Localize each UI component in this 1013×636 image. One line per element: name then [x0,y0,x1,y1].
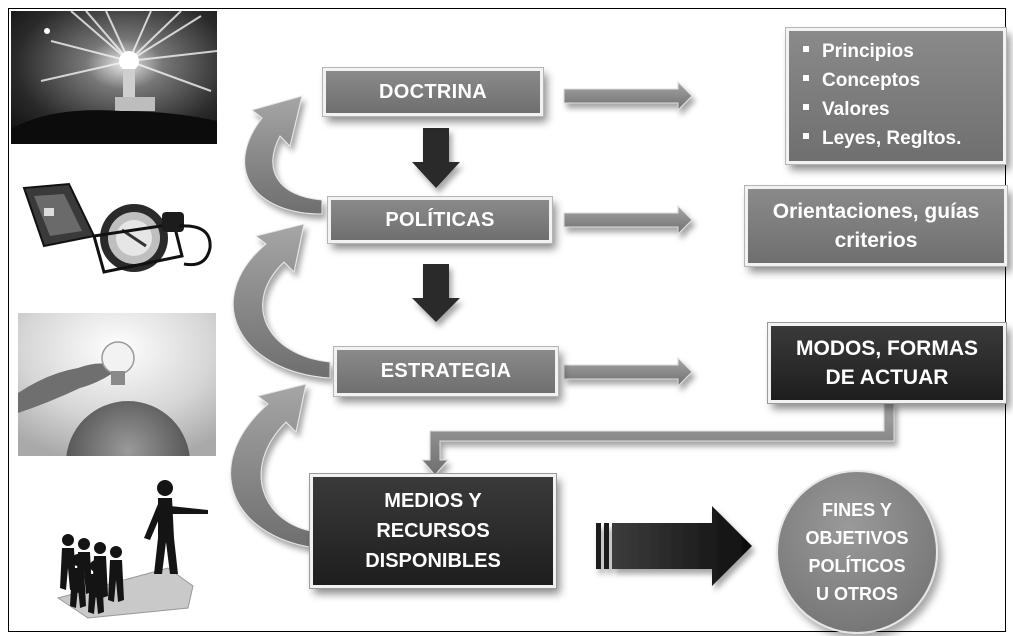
bullet-icon [803,74,809,81]
politicas-detail-line-2: criterios [834,229,918,252]
doctrina-label: DOCTRINA [379,80,487,103]
politicas-detail-line-1: Orientaciones, guías [772,200,980,223]
compass-photo [14,176,216,280]
list-item: Valores [803,95,993,124]
estrategia-detail-line-2: DE ACTUAR [825,366,949,389]
estrategia-detail-line-1: MODOS, FORMAS [796,337,978,360]
medios-line-2: RECURSOS [376,520,490,542]
politicas-label: POLÍTICAS [385,208,495,231]
doctrina-items-list: Principios Conceptos Valores Leyes, Regl… [803,37,993,153]
goal-line-2: OBJETIVOS [805,528,909,548]
bullet-icon [803,132,809,139]
leader-figures-illustration [48,478,220,628]
doctrina-box: DOCTRINA [323,68,543,116]
list-item: Leyes, Regltos. [803,124,993,153]
lightbulb-idea-photo [18,313,216,456]
lighthouse-photo [11,11,217,144]
estrategia-box: ESTRATEGIA [334,347,558,396]
goal-line-1: FINES Y [822,500,892,520]
list-item: Conceptos [803,66,993,95]
goal-line-3: POLÍTICOS [808,556,906,576]
goal-text: FINES Y OBJETIVOS POLÍTICOS U OTROS [805,496,908,608]
medios-box: MEDIOS Y RECURSOS DISPONIBLES [310,474,556,588]
list-item: Principios [803,37,993,66]
goal-circle: FINES Y OBJETIVOS POLÍTICOS U OTROS [776,470,938,634]
bullet-icon [803,103,809,110]
politicas-box: POLÍTICAS [328,197,552,243]
medios-line-1: MEDIOS Y [384,490,482,512]
bullet-icon [803,45,809,52]
medios-line-3: DISPONIBLES [365,550,501,572]
estrategia-detail-box: MODOS, FORMAS DE ACTUAR [768,323,1006,403]
estrategia-label: ESTRATEGIA [380,360,512,382]
politicas-detail-box: Orientaciones, guías criterios [745,186,1007,266]
goal-line-4: U OTROS [815,584,898,604]
doctrina-items-box: Principios Conceptos Valores Leyes, Regl… [786,28,1006,164]
